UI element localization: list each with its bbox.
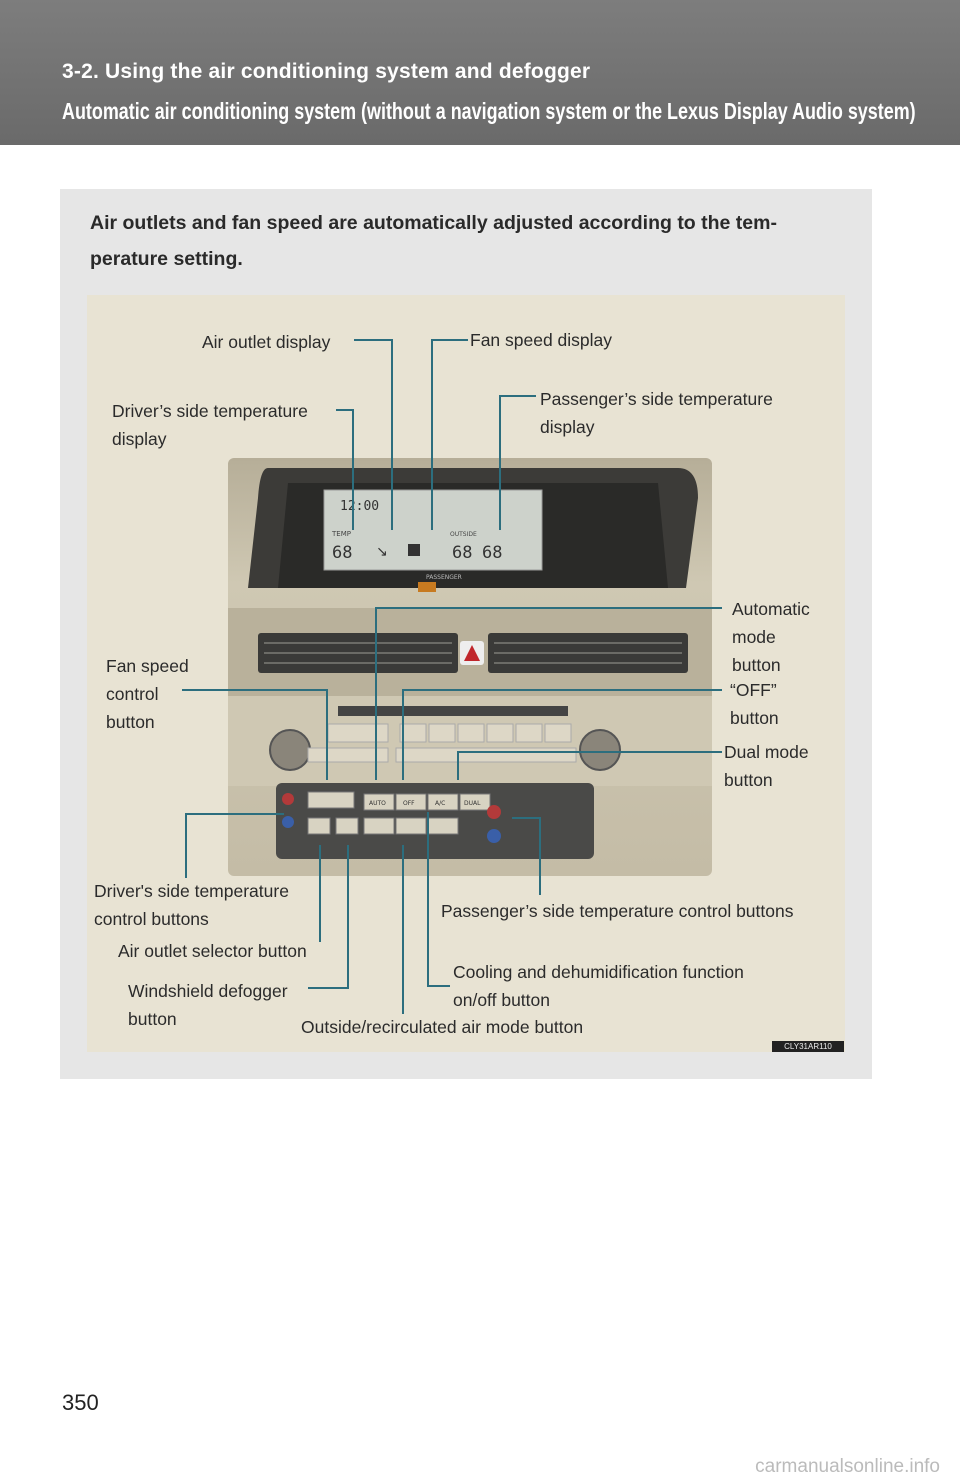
lcd-outside-temp: 68 [452, 543, 472, 563]
off-label: OFF [403, 800, 415, 807]
section-title: 3-2. Using the air conditioning system a… [62, 60, 591, 83]
page-heading: Automatic air conditioning system (witho… [62, 98, 916, 124]
dual-label: DUAL [464, 800, 481, 807]
dual-button [459, 793, 491, 811]
driver-temp-down [282, 816, 294, 828]
air-outlet-icon: ↘ [376, 543, 388, 559]
fan-speed-control-button [307, 791, 355, 809]
watermark: carmanualsonline.info [755, 1456, 940, 1477]
off-button [395, 793, 427, 811]
recirculation-button [395, 817, 427, 835]
windshield-defogger-button [335, 817, 359, 835]
header-bar: 3-2. Using the air conditioning system a… [0, 0, 960, 145]
label-air-outlet-display: Air outlet display [202, 332, 331, 352]
label-fan-speed-display: Fan speed display [470, 330, 613, 350]
passenger-temp-down [487, 829, 501, 843]
intro-text: Air outlets and fan speed are automatica… [90, 212, 777, 270]
auto-button [363, 793, 395, 811]
figure-code: CLY31AR110 [772, 1041, 844, 1052]
lcd-passenger-label: PASSENGER [426, 574, 462, 581]
label-air-outlet-selector: Air outlet selector button [118, 941, 307, 961]
ac-button [427, 793, 459, 811]
ac-label: A/C [435, 800, 445, 807]
right-knob [579, 729, 621, 771]
lcd-outside-label: OUTSIDE [450, 531, 477, 538]
label-outside-recirc: Outside/recirculated air mode button [301, 1017, 584, 1037]
driver-temp-up [282, 793, 294, 805]
hazard-icon [464, 645, 480, 661]
passenger-temp-up [487, 805, 501, 819]
page-number: 350 [62, 1390, 99, 1415]
auto-label: AUTO [369, 800, 386, 807]
air-outlet-selector-button [307, 817, 331, 835]
label-passenger-temp-control: Passenger’s side temperature control but… [441, 901, 794, 921]
lcd-temp-label: TEMP [331, 530, 351, 538]
fan-speed-icon [408, 544, 420, 556]
lcd-driver-temp: 68 [332, 543, 352, 563]
lcd-clock: 12:00 [340, 499, 379, 514]
lcd-passenger-temp: 68 [482, 543, 502, 563]
label-off-button: “OFF”button [730, 680, 779, 728]
